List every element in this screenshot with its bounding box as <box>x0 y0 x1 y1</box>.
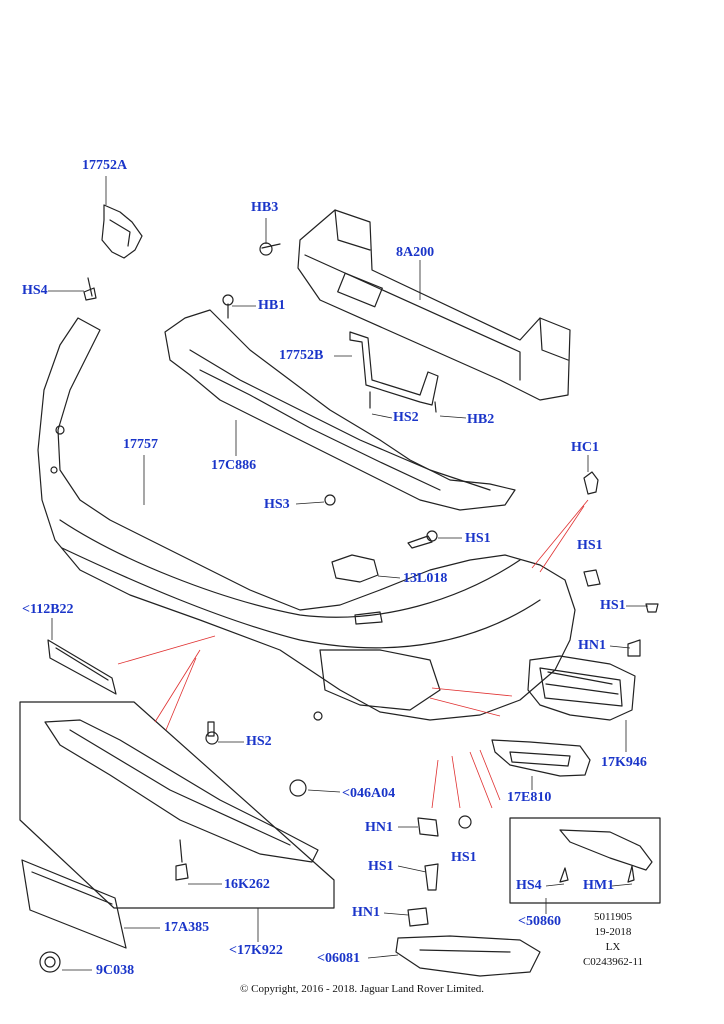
callout-hn1-low[interactable]: HN1 <box>365 820 393 835</box>
callout-hs1-right2[interactable]: HS1 <box>600 598 626 613</box>
callout-16k262[interactable]: 16K262 <box>224 877 270 892</box>
bezel-17e810-part <box>491 739 591 777</box>
callout-112b22[interactable]: <112B22 <box>22 602 74 617</box>
callout-06081[interactable]: <06081 <box>317 951 360 966</box>
callout-hs1-right[interactable]: HS1 <box>577 538 603 553</box>
strip-112b22-part <box>47 639 117 695</box>
callout-hc1[interactable]: HC1 <box>571 440 599 455</box>
bumper-cover-part <box>37 317 576 721</box>
callout-hn1-low2[interactable]: HN1 <box>352 905 380 920</box>
callout-hs3[interactable]: HS3 <box>264 497 290 512</box>
callout-hs4-top[interactable]: HS4 <box>22 283 48 298</box>
callout-hb2[interactable]: HB2 <box>467 412 495 427</box>
meta-line: LX <box>605 940 621 953</box>
callout-13l018[interactable]: 13L018 <box>403 571 448 586</box>
plate-17a385-part <box>21 859 127 949</box>
callout-hs2-mid[interactable]: HS2 <box>393 410 419 425</box>
callout-hs1-mid[interactable]: HS1 <box>465 531 491 546</box>
callout-hn1-right[interactable]: HN1 <box>578 638 606 653</box>
callout-hb1[interactable]: HB1 <box>258 298 286 313</box>
callout-17752a[interactable]: 17752A <box>82 158 128 173</box>
grille-17k946-part <box>527 655 636 721</box>
callout-hb3[interactable]: HB3 <box>251 200 279 215</box>
callout-17k946[interactable]: 17K946 <box>601 755 647 770</box>
meta-line: 5011905 <box>593 911 633 923</box>
callout-17k922[interactable]: <17K922 <box>229 943 283 958</box>
callout-046a04[interactable]: <046A04 <box>342 786 396 801</box>
callout-17757[interactable]: 17757 <box>123 437 158 452</box>
callout-17e810[interactable]: 17E810 <box>507 790 552 805</box>
diagram-meta: 5011905 19-2018 LX C0243962-11 <box>573 910 653 969</box>
bracket-17752a-part <box>83 204 143 301</box>
inset-box-17k922 <box>19 701 335 909</box>
fasteners-group <box>205 471 659 927</box>
callout-9c038[interactable]: 9C038 <box>96 963 135 978</box>
copyright-text: © Copyright, 2016 - 2018. Jaguar Land Ro… <box>240 983 484 995</box>
callout-hm1[interactable]: HM1 <box>583 878 615 893</box>
callout-hs1-low2[interactable]: HS1 <box>368 859 394 874</box>
bracket-17752b-part <box>349 331 439 413</box>
meta-line: 19-2018 <box>594 925 632 938</box>
callout-hs2-low[interactable]: HS2 <box>246 734 272 749</box>
callout-17c886[interactable]: 17C886 <box>211 458 257 473</box>
crash-beam-8a200-part <box>259 209 571 401</box>
callout-50860[interactable]: <50860 <box>518 914 561 929</box>
callout-17752b[interactable]: 17752B <box>279 348 324 363</box>
callout-17a385[interactable]: 17A385 <box>164 920 210 935</box>
callout-hs4-low[interactable]: HS4 <box>516 878 542 893</box>
callout-8a200[interactable]: 8A200 <box>396 245 435 260</box>
callout-hs1-low[interactable]: HS1 <box>451 850 477 865</box>
cover-9c038-part <box>39 951 61 973</box>
cover-13l018-part <box>331 554 379 583</box>
inset-box-50860 <box>509 817 661 904</box>
energy-absorber-17c886-part <box>164 294 516 511</box>
trim-06081-part <box>395 935 541 977</box>
meta-line: C0243962-11 <box>582 955 644 968</box>
